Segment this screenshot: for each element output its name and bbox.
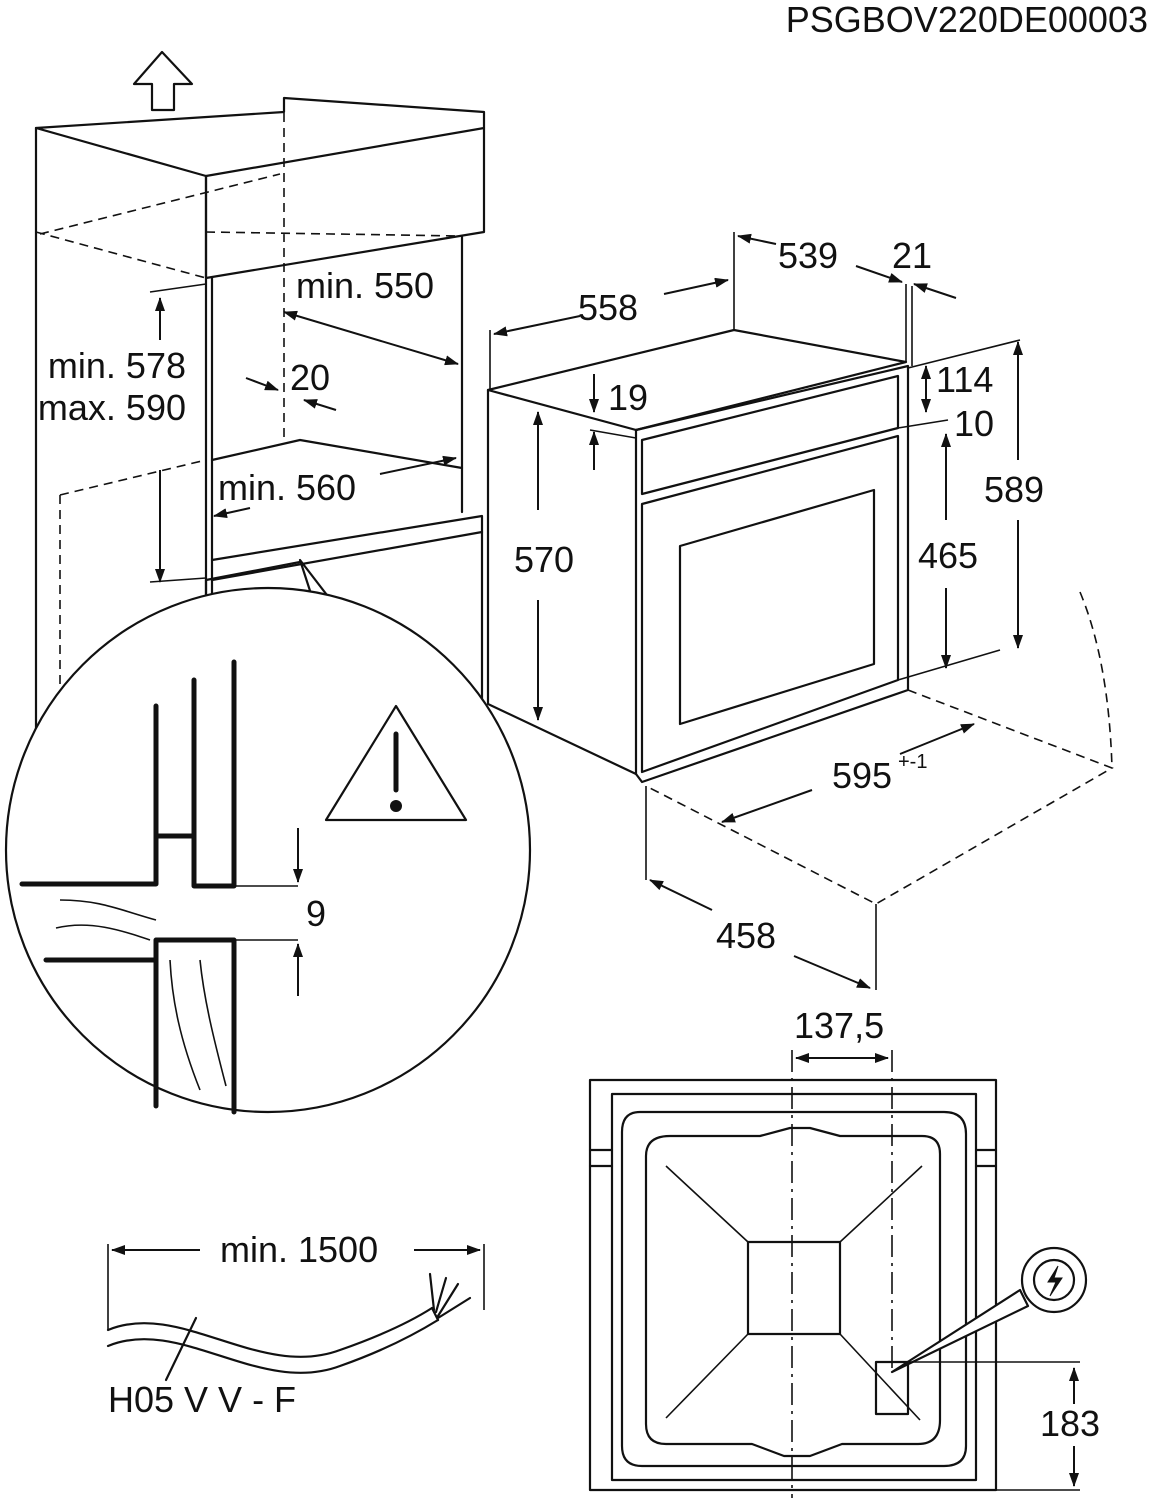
power-cable: min. 1500 H05 V V - F xyxy=(106,1229,485,1420)
oven-panel-gap-label: 10 xyxy=(954,403,994,444)
warning-triangle-icon xyxy=(324,704,468,822)
detail-gap-label: 9 xyxy=(306,893,326,934)
oven-body-height-label: 570 xyxy=(514,539,574,580)
cable-length-label: min. 1500 xyxy=(220,1229,378,1270)
oven-panel-height-label: 114 xyxy=(936,359,993,400)
up-arrow-icon xyxy=(132,50,194,112)
oven-side-depth-label: 458 xyxy=(716,915,776,956)
lightning-icon xyxy=(1047,1265,1063,1297)
oven-body-depth-label: 539 xyxy=(778,235,838,276)
detail-magnifier: 9 xyxy=(4,558,532,1115)
cable-type-label: H05 V V - F xyxy=(108,1379,296,1420)
back-offset-y-label: 183 xyxy=(1040,1403,1100,1444)
oven-top-offset-label: 19 xyxy=(608,377,648,418)
oven-drawing: 558 539 21 19 570 114 10 465 589 xyxy=(486,232,1114,990)
cabinet-height-max-label: max. 590 xyxy=(38,387,186,428)
cabinet-depth-bottom-label: min. 560 xyxy=(218,467,356,508)
drawing-code: PSGBOV220DE00003 xyxy=(786,0,1148,40)
oven-panel-thickness-label: 21 xyxy=(892,235,932,276)
back-offset-x-label: 137,5 xyxy=(794,1005,884,1046)
cabinet-drawing: min. 578 max. 590 min. 550 20 min. 560 xyxy=(34,50,486,762)
oven-width-tolerance-label: +-1 xyxy=(898,751,927,773)
oven-total-depth-label: 558 xyxy=(578,287,638,328)
oven-width-label: 595 xyxy=(832,755,892,796)
cabinet-gap-label: 20 xyxy=(290,357,330,398)
cabinet-depth-top-label: min. 550 xyxy=(296,265,434,306)
oven-back-view: 137,5 183 xyxy=(588,1005,1100,1498)
oven-total-height-label: 589 xyxy=(984,469,1044,510)
oven-door-height-label: 465 xyxy=(918,535,978,576)
cabinet-height-min-label: min. 578 xyxy=(48,345,186,386)
